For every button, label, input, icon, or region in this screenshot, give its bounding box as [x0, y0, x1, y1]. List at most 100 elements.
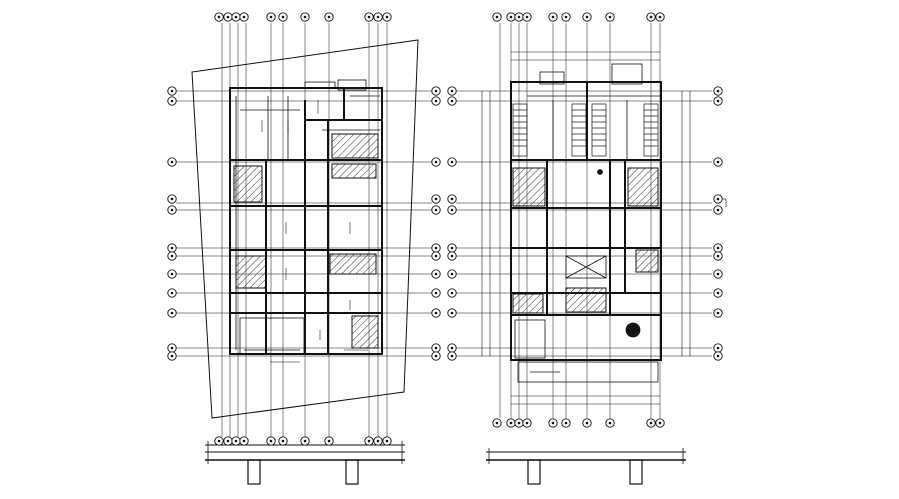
left-left-bubble-dot-1: [170, 99, 174, 103]
right-top-bubble-dot-0: [495, 15, 499, 19]
left-top-bubble-dot-9: [376, 15, 380, 19]
left-hatched-areas: [233, 133, 379, 349]
left-bottom-bubble-dot-7: [327, 439, 331, 443]
right-left-bubble-dot-8: [450, 291, 454, 295]
right-left-bubble-dot-4: [450, 208, 454, 212]
left-building-walls: [229, 87, 383, 355]
left-left-bubble-dot-5: [170, 246, 174, 250]
left-bottom-bubble-dot-2: [234, 439, 238, 443]
left-right-bubble-dot-2: [434, 160, 438, 164]
left-right-bubble-dot-6: [434, 254, 438, 258]
right-right-bubble-dot-10: [716, 346, 720, 350]
right-top-bubble-dot-8: [649, 15, 653, 19]
right-left-bubble-dot-6: [450, 254, 454, 258]
left-annotation-marks: [261, 100, 368, 363]
right-top-bubble-dot-4: [551, 15, 555, 19]
left-left-bubble-dot-2: [170, 160, 174, 164]
left-top-bubble-dot-5: [281, 15, 285, 19]
left-top-bubble-dot-7: [327, 15, 331, 19]
left-left-bubble-dot-4: [170, 208, 174, 212]
left-bottom-bubble-dot-8: [367, 439, 371, 443]
left-left-bubble-dot-3: [170, 197, 174, 201]
left-top-bubble-dot-2: [234, 15, 238, 19]
left-left-bubble-dot-9: [170, 311, 174, 315]
left-top-bubble-dot-1: [226, 15, 230, 19]
right-bottom-bubble-dot-9: [658, 421, 662, 425]
left-top-bubble-dot-6: [303, 15, 307, 19]
right-hatched-areas: [512, 167, 659, 314]
right-top-bubble-dot-3: [525, 15, 529, 19]
right-left-bubble-dot-9: [450, 311, 454, 315]
right-right-bubble-dot-4: [716, 208, 720, 212]
left-right-bubble-dot-1: [434, 99, 438, 103]
left-right-bubble-dot-10: [434, 346, 438, 350]
right-bottom-bubble-dot-6: [585, 421, 589, 425]
left-top-bubble-dot-4: [269, 15, 273, 19]
right-right-bubble-dot-9: [716, 311, 720, 315]
left-left-bubble-dot-11: [170, 354, 174, 358]
left-left-bubble-dot-7: [170, 272, 174, 276]
right-small-fixture: [597, 169, 603, 175]
right-left-bubble-dot-2: [450, 160, 454, 164]
right-right-bubble-dot-1: [716, 99, 720, 103]
right-partitions: [514, 63, 660, 383]
right-top-bubble-dot-2: [517, 15, 521, 19]
right-left-bubble-dot-3: [450, 197, 454, 201]
right-top-bubble-dot-6: [585, 15, 589, 19]
left-right-bubble-dot-4: [434, 208, 438, 212]
right-bottom-bubble-dot-0: [495, 421, 499, 425]
right-section-detail: [486, 448, 686, 485]
left-bottom-bubble-dot-4: [269, 439, 273, 443]
right-horizontal-grid-lines: [456, 90, 712, 357]
right-left-bubble-dot-0: [450, 89, 454, 93]
right-top-bubble-dot-1: [509, 15, 513, 19]
right-bottom-bubble-dot-4: [551, 421, 555, 425]
left-top-bubble-dot-0: [217, 15, 221, 19]
right-top-bubble-dot-5: [564, 15, 568, 19]
left-right-bubble-dot-7: [434, 272, 438, 276]
right-plan: [456, 23, 727, 485]
right-round-fixture: [625, 322, 641, 338]
right-right-bubble-dot-6: [716, 254, 720, 258]
right-left-bubble-dot-5: [450, 246, 454, 250]
right-right-bubble-dot-0: [716, 89, 720, 93]
right-right-bubble-dot-2: [716, 160, 720, 164]
right-left-bubble-dot-11: [450, 354, 454, 358]
right-bottom-bubble-dot-8: [649, 421, 653, 425]
left-bottom-bubble-dot-0: [217, 439, 221, 443]
left-right-bubble-dot-11: [434, 354, 438, 358]
left-right-bubble-dot-8: [434, 291, 438, 295]
left-right-bubble-dot-9: [434, 311, 438, 315]
left-top-bubble-dot-8: [367, 15, 371, 19]
right-left-bubble-dot-1: [450, 99, 454, 103]
left-bottom-bubble-dot-5: [281, 439, 285, 443]
right-left-bubble-dot-10: [450, 346, 454, 350]
right-right-bubble-dot-11: [716, 354, 720, 358]
left-bottom-bubble-dot-1: [226, 439, 230, 443]
left-section-detail: [205, 441, 405, 485]
left-left-bubble-dot-10: [170, 346, 174, 350]
left-bottom-bubble-dot-6: [303, 439, 307, 443]
right-right-bubble-dot-7: [716, 272, 720, 276]
right-building-walls: [510, 81, 662, 361]
left-plan: [176, 23, 432, 485]
left-bottom-bubble-dot-3: [242, 439, 246, 443]
left-top-bubble-dot-10: [385, 15, 389, 19]
grid-reference-bubbles: [167, 12, 723, 446]
left-bottom-bubble-dot-10: [385, 439, 389, 443]
left-right-bubble-dot-3: [434, 197, 438, 201]
right-bottom-bubble-dot-1: [509, 421, 513, 425]
right-bottom-bubble-dot-3: [525, 421, 529, 425]
right-bottom-bubble-dot-7: [608, 421, 612, 425]
right-right-bubble-dot-8: [716, 291, 720, 295]
right-bottom-bubble-dot-2: [517, 421, 521, 425]
right-top-bubble-dot-7: [608, 15, 612, 19]
left-site-boundary: [191, 39, 419, 419]
left-left-bubble-dot-8: [170, 291, 174, 295]
left-right-bubble-dot-0: [434, 89, 438, 93]
right-right-bubble-dot-5: [716, 246, 720, 250]
left-left-bubble-dot-0: [170, 89, 174, 93]
left-top-bubble-dot-3: [242, 15, 246, 19]
right-right-bubble-dot-3: [716, 197, 720, 201]
